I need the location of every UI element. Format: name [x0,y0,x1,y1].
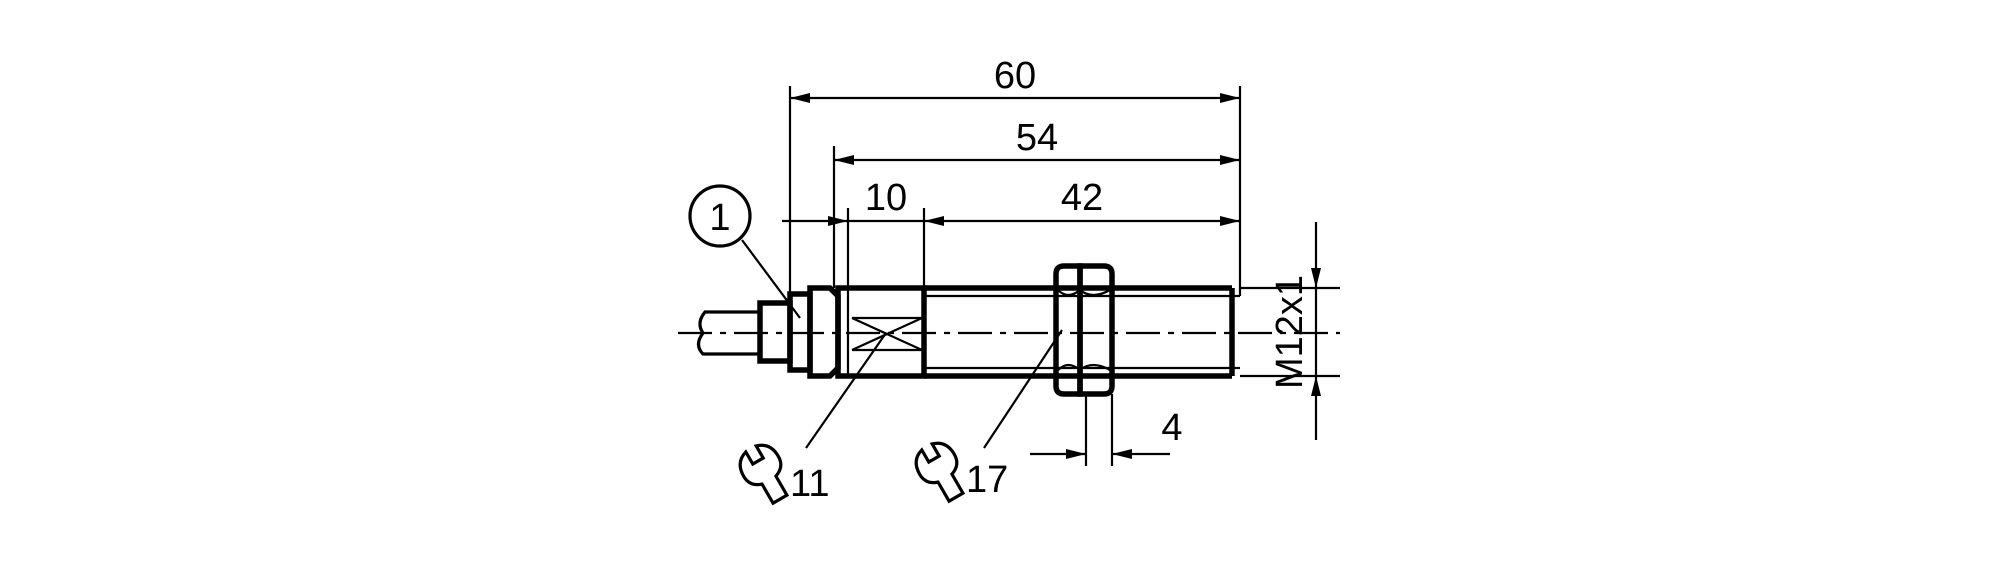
hex-nut [1053,263,1115,397]
wrench-17-label: 17 [966,459,1008,501]
dimension-10: 10 [782,177,926,288]
dimension-60: 60 [788,55,1242,296]
wrench-17-callout: 17 [914,329,1063,504]
dimension-4: 4 [1030,394,1183,466]
dimension-thread-size: M12x1 [1240,222,1340,440]
wrench-11-callout: 11 [738,332,887,506]
callout-1-label: 1 [709,197,730,239]
dimension-4-label: 4 [1161,407,1182,449]
dimension-60-label: 60 [994,55,1036,97]
wrench-icon [914,441,966,504]
dimension-10-label: 10 [865,177,907,219]
callout-1: 1 [688,184,801,319]
dimension-54-label: 54 [1016,117,1058,159]
dimension-thread-size-label: M12x1 [1269,275,1311,389]
dimension-42-label: 42 [1061,177,1103,219]
wrench-icon [738,443,790,506]
dimension-54: 54 [832,117,1240,288]
wrench-flat-section [835,285,927,379]
cable [696,310,760,356]
dimension-42: 42 [924,177,1240,226]
wrench-11-label: 11 [790,463,829,505]
